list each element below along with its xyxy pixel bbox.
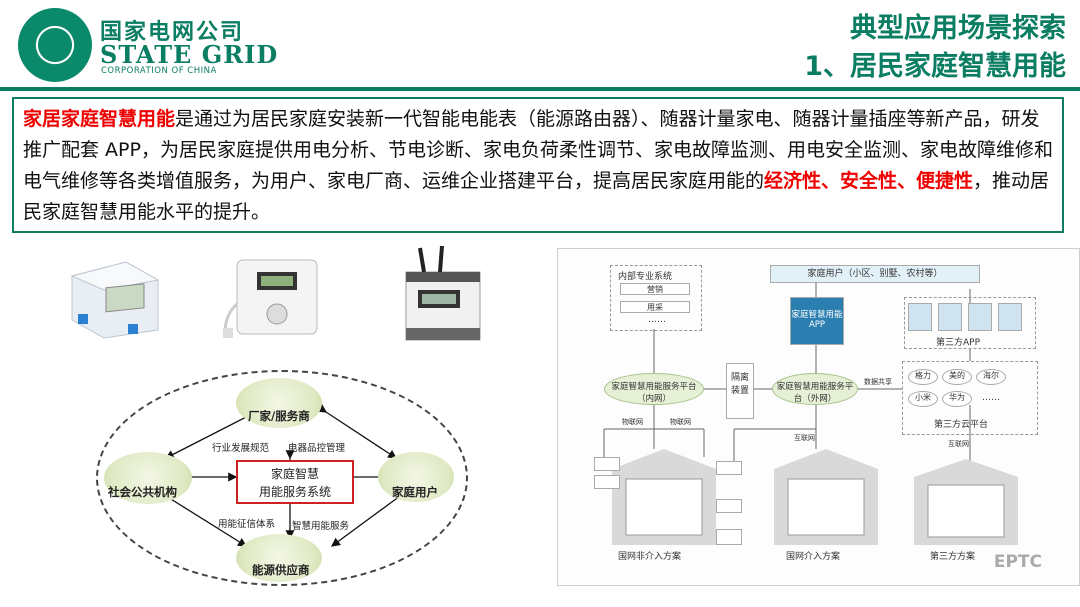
iot-label-2: 物联网 [670, 418, 691, 426]
family-users-box: 家庭用户（小区、别墅、农村等） [770, 265, 980, 283]
brand-gree: 格力 [908, 369, 938, 385]
internet-label-2: 互联网 [948, 440, 969, 448]
smart-meter-device-icon [70, 261, 160, 339]
internal-system-label: 内部专业系统 [618, 272, 673, 282]
ecosystem-ellipse [96, 370, 468, 586]
household-node: 家庭用户 [392, 485, 438, 499]
mid-terminal-box-icon [716, 529, 742, 545]
third-party-app-group [904, 297, 1036, 349]
internal-item-more: …… [648, 315, 666, 325]
center-label-2: 用能服务系统 [258, 485, 331, 499]
page-title: 典型应用场景探索 [850, 13, 1066, 44]
internal-system-group [610, 265, 702, 331]
house-non-intrusive-icon [612, 449, 716, 545]
public-institution-node-icon [104, 452, 192, 504]
eptc-watermark: EPTC [993, 552, 1042, 572]
smart-socket-device-icon [223, 259, 318, 338]
third-app-label: 第三方APP [936, 338, 981, 348]
house-third-party-icon [914, 459, 1018, 545]
center-system-box: 家庭智慧 用能服务系统 [236, 460, 354, 504]
public-institution-node: 社会公共机构 [108, 485, 177, 499]
page-subtitle: 1、居民家庭智慧用能 [804, 51, 1066, 82]
internet-label-1: 互联网 [794, 434, 815, 442]
edge-label-credit: 用能征信体系 [218, 519, 276, 530]
architecture-diagram: 内部专业系统 营销 用采 …… 家庭用户（小区、别墅、农村等） 家庭智慧用能AP… [557, 248, 1080, 586]
third-app-phone-1-icon [908, 303, 932, 331]
mid-controller-box-icon [716, 461, 742, 475]
logo-english-name: STATE GRID [100, 40, 279, 69]
energy-supplier-node-icon [236, 534, 322, 582]
manufacturer-node-icon [236, 378, 322, 428]
outer-platform-node: 家庭智慧用能服务平台（外网） [772, 373, 858, 405]
iot-label-1: 物联网 [622, 418, 643, 426]
edge-label-service: 智慧用能服务 [292, 521, 350, 532]
brand-huawei: 华为 [942, 391, 972, 407]
description-lead: 家居家庭智慧用能 [23, 108, 176, 130]
edge-label-industry: 行业发展规范 [212, 443, 270, 454]
din-rail-meter-device-icon [405, 245, 481, 341]
third-cloud-group [902, 361, 1038, 435]
state-grid-logo-icon [18, 8, 92, 82]
third-app-phone-4-icon [998, 303, 1022, 331]
logo-chinese-name: 国家电网公司 [100, 20, 245, 45]
energy-supplier-node: 能源供应商 [252, 563, 310, 577]
brand-midea: 美的 [942, 369, 972, 385]
description-box: 家居家庭智慧用能是通过为居民家庭安装新一代智能电能表（能源路由器）、随器计量家电… [12, 97, 1064, 233]
isolation-device-box: 隔离装置 [726, 363, 754, 419]
internal-item-marketing: 营销 [620, 283, 690, 295]
third-app-phone-2-icon [938, 303, 962, 331]
center-label-1: 家庭智慧 [270, 467, 319, 481]
brand-haier: 海尔 [976, 369, 1006, 385]
third-cloud-label: 第三方云平台 [934, 420, 989, 430]
scheme-non-intrusive: 国网非介入方案 [618, 552, 682, 562]
scheme-third-party: 第三方方案 [930, 552, 976, 562]
app-box: 家庭智慧用能APP [790, 297, 844, 345]
household-node-icon [378, 452, 454, 502]
architecture-connectors [603, 281, 971, 461]
edge-label-quality: 电器品控管理 [288, 443, 346, 454]
logo-subtitle: CORPORATION OF CHINA [101, 66, 217, 76]
left-router-box-icon [594, 475, 620, 489]
data-share-label: 数据共享 [864, 378, 892, 386]
manufacturer-node: 厂家/服务商 [248, 409, 310, 423]
internal-item-collection: 用采 [620, 301, 690, 313]
description-part1: 是通过为居民家庭安装新一代智能电能表（能源路由器）、随器计量家电、随器计量插座等… [23, 108, 1053, 192]
mid-router-box-icon [716, 499, 742, 513]
left-controller-box-icon [594, 457, 620, 471]
brand-xiaomi: 小米 [908, 391, 938, 407]
house-intrusive-icon [774, 449, 878, 545]
brand-more: …… [982, 393, 1000, 403]
description-part2: ，推动居民家庭智慧用能水平的提升。 [23, 170, 1050, 223]
scheme-intrusive: 国网介入方案 [786, 552, 841, 562]
description-highlight: 经济性、安全性、便捷性 [764, 170, 974, 192]
header-divider [0, 87, 1080, 91]
inner-platform-node: 家庭智慧用能服务平台（内网） [604, 373, 704, 405]
third-app-phone-3-icon [968, 303, 992, 331]
